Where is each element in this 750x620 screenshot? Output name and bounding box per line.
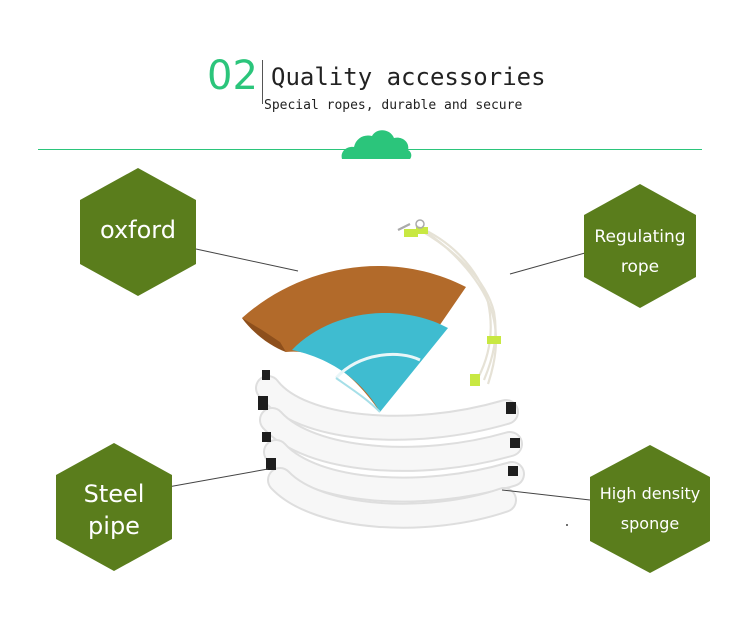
sponge-label-line1: High density: [599, 484, 701, 503]
section-number: 02: [207, 53, 258, 99]
header: 02 Quality accessories Special ropes, du…: [0, 0, 750, 130]
leader-lines: [167, 248, 591, 501]
section-subtitle: Special ropes, durable and secure: [264, 98, 523, 113]
regulating-rope-image: [397, 219, 501, 386]
oxford-label: oxford: [100, 216, 176, 244]
oxford-cover-image: [242, 265, 466, 413]
steel-label-line2: pipe: [88, 512, 140, 540]
rope-label-line1: Regulating: [594, 227, 686, 247]
rope-label-line2: rope: [620, 257, 660, 277]
steel-pipe-image: [255, 370, 525, 529]
rope-hexagon: [584, 184, 696, 308]
steel-label-line1: Steel: [83, 480, 145, 508]
title-separator: [262, 60, 263, 104]
dot-mark: [566, 524, 568, 526]
sponge-hexagon: [590, 445, 710, 573]
cloud-icon: [341, 130, 412, 159]
section-title: Quality accessories: [271, 63, 546, 91]
sponge-label-line2: sponge: [620, 514, 680, 533]
steel-hexagon: [56, 443, 172, 571]
oxford-hexagon: [80, 168, 196, 296]
